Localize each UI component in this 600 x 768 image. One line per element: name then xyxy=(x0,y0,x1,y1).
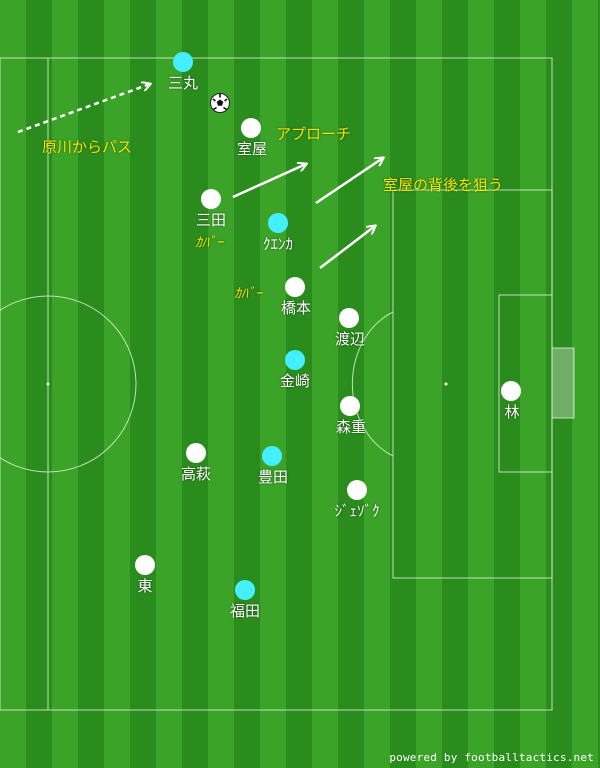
grass-stripe xyxy=(104,0,130,768)
annotation-cover-mita: ｶﾊﾞｰ xyxy=(195,235,223,251)
annotation-cover-hashimoto: ｶﾊﾞｰ xyxy=(234,286,262,302)
center-spot xyxy=(46,382,50,386)
grass-stripe xyxy=(130,0,156,768)
grass-stripe xyxy=(468,0,494,768)
run-arrow-upper xyxy=(315,158,383,205)
pass-arrow xyxy=(17,84,150,134)
soccer-ball-icon xyxy=(210,93,230,113)
player-label-cuenca: ｸｴﾝｶ xyxy=(262,235,294,253)
player-label-morishige: 森重 xyxy=(335,418,367,436)
annotation-pass: 原川からパス xyxy=(42,138,133,156)
player-label-toyoda: 豊田 xyxy=(257,468,289,486)
grass-stripe xyxy=(0,0,26,768)
player-muroya-marker xyxy=(241,118,261,138)
center-circle xyxy=(0,295,137,473)
grass-stripe xyxy=(78,0,104,768)
player-label-jesiel: ｼﾞｪｿﾞｸ xyxy=(334,502,380,520)
player-label-takahagi: 高萩 xyxy=(180,465,212,483)
grass-stripe xyxy=(390,0,416,768)
grass-stripe xyxy=(52,0,78,768)
player-label-hashimoto: 橋本 xyxy=(280,299,312,317)
player-label-fukuda: 福田 xyxy=(229,602,261,620)
player-mimaru-marker xyxy=(173,52,193,72)
player-label-hayashi: 林 xyxy=(504,403,520,421)
player-higashi-marker xyxy=(135,555,155,575)
pitch-lines xyxy=(0,57,575,711)
player-label-kanazaki: 金崎 xyxy=(279,372,311,390)
credit-text: powered by footballtactics.net xyxy=(389,751,594,764)
player-morishige-marker xyxy=(340,396,360,416)
grass-stripe xyxy=(286,0,312,768)
grass-stripe xyxy=(364,0,390,768)
player-cuenca-marker xyxy=(268,213,288,233)
player-label-higashi: 東 xyxy=(137,577,153,595)
penalty-spot xyxy=(444,382,448,386)
player-hashimoto-marker xyxy=(285,277,305,297)
grass-stripe xyxy=(182,0,208,768)
penalty-arc xyxy=(351,311,394,457)
grass-stripe xyxy=(520,0,546,768)
grass-stripe xyxy=(572,0,598,768)
player-jesiel-marker xyxy=(347,480,367,500)
player-mita-marker xyxy=(201,189,221,209)
player-fukuda-marker xyxy=(235,580,255,600)
annotation-target: 室屋の背後を狙う xyxy=(383,176,504,194)
approach-arrow xyxy=(232,164,306,199)
grass-stripe xyxy=(416,0,442,768)
grass-stripe xyxy=(312,0,338,768)
player-label-mimaru: 三丸 xyxy=(167,74,199,92)
grass-stripe xyxy=(208,0,234,768)
grass-stripe xyxy=(260,0,286,768)
grass-stripe xyxy=(598,0,600,768)
grass-stripe xyxy=(234,0,260,768)
grass-stripe xyxy=(156,0,182,768)
player-kanazaki-marker xyxy=(285,350,305,370)
player-label-watanabe: 渡辺 xyxy=(334,330,366,348)
player-label-muroya: 室屋 xyxy=(236,140,268,158)
annotation-approach: アプローチ xyxy=(276,125,352,143)
run-arrow-lower xyxy=(319,226,375,269)
player-label-mita: 三田 xyxy=(195,211,227,229)
player-hayashi-marker xyxy=(501,381,521,401)
player-watanabe-marker xyxy=(339,308,359,328)
grass-stripe xyxy=(338,0,364,768)
player-markers xyxy=(135,52,521,600)
player-toyoda-marker xyxy=(262,446,282,466)
player-takahagi-marker xyxy=(186,443,206,463)
goal xyxy=(551,347,575,419)
